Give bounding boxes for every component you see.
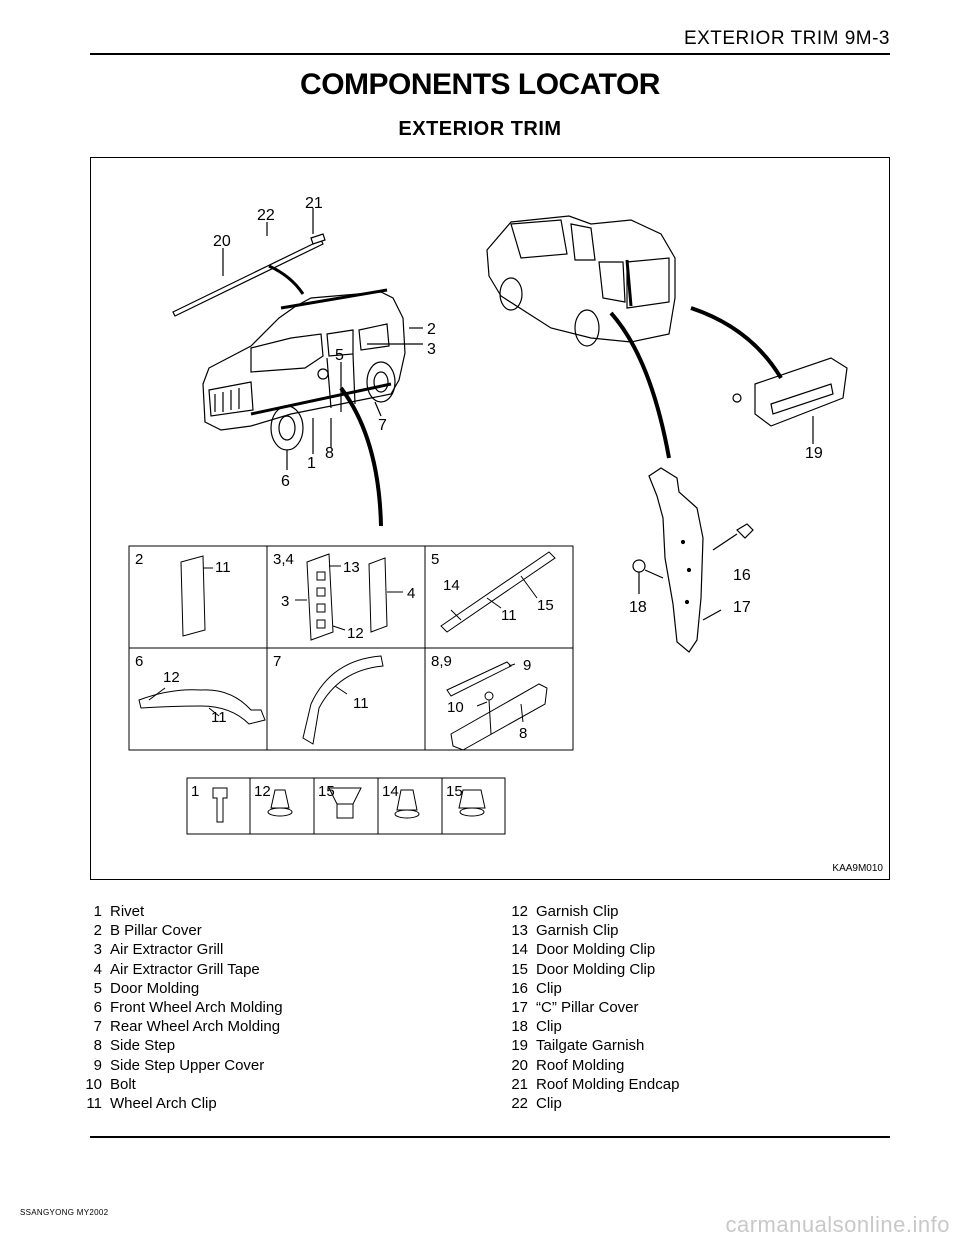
callout-1: 1 — [307, 455, 316, 472]
callout-21: 21 — [305, 195, 323, 212]
watermark: carmanualsonline.info — [725, 1212, 950, 1237]
panel-5-callout-11: 11 — [501, 607, 517, 624]
callout-16: 16 — [733, 567, 751, 584]
panel-2-label: 2 — [135, 551, 143, 568]
page-header: EXTERIOR TRIM 9M-3 — [683, 28, 890, 49]
callout-17: 17 — [733, 599, 751, 616]
tailgate-garnish-illustration — [754, 357, 848, 427]
panel-5-callout-14: 14 — [443, 577, 460, 594]
legend-item: 17“C” Pillar Cover — [511, 999, 639, 1017]
front-vehicle-illustration — [202, 288, 406, 451]
page-title: COMPONENTS LOCATOR — [300, 68, 660, 101]
footer-model: SSANGYONG MY2002 — [20, 1208, 109, 1217]
callout-8: 8 — [325, 445, 334, 462]
panel-89-callout-8: 8 — [519, 725, 527, 742]
panel-89-callout-9: 9 — [523, 657, 531, 674]
panel-7-label: 7 — [273, 653, 281, 670]
callout-20: 20 — [213, 233, 231, 250]
detail-grid — [128, 545, 574, 835]
rear-vehicle-illustration — [486, 215, 676, 347]
panel-34-callout-12: 12 — [347, 625, 364, 642]
fastener-label-15: 15 — [318, 783, 335, 800]
panel-34-callout-4: 4 — [407, 585, 415, 602]
callout-3: 3 — [427, 341, 436, 358]
figure-code: KAA9M010 — [832, 863, 883, 874]
callout-19: 19 — [805, 445, 823, 462]
fastener-label-12: 12 — [254, 783, 271, 800]
fastener-label-15b: 15 — [446, 783, 463, 800]
panel-89-label: 8,9 — [431, 653, 452, 670]
c-pillar-cover-illustration — [648, 467, 704, 653]
callout-18: 18 — [629, 599, 647, 616]
roof-molding-illustration — [172, 239, 324, 317]
panel-5-label: 5 — [431, 551, 439, 568]
panel-34-label: 3,4 — [273, 551, 294, 568]
fastener-label-1: 1 — [191, 783, 199, 800]
panel-34-callout-3: 3 — [281, 593, 289, 610]
exploded-diagram: 20 22 21 2 3 5 7 8 1 6 19 16 18 17 — [128, 195, 848, 835]
callout-22: 22 — [257, 207, 275, 224]
components-figure: 20 22 21 2 3 5 7 8 1 6 19 16 18 17 — [90, 157, 890, 880]
panel-34-callout-13: 13 — [343, 559, 360, 576]
header-rule — [90, 53, 890, 55]
panel-2-callout-11: 11 — [215, 559, 231, 576]
panel-7-callout-11: 11 — [353, 695, 369, 712]
fastener-label-14: 14 — [382, 783, 399, 800]
panel-6-label: 6 — [135, 653, 143, 670]
callout-5: 5 — [335, 347, 344, 364]
panel-6-callout-12: 12 — [163, 669, 180, 686]
callout-7: 7 — [378, 417, 387, 434]
callout-2: 2 — [427, 321, 436, 338]
callout-6: 6 — [281, 473, 290, 490]
panel-89-callout-10: 10 — [447, 699, 464, 716]
page-subtitle: EXTERIOR TRIM — [398, 118, 562, 140]
panel-5-callout-15: 15 — [537, 597, 554, 614]
panel-6-callout-11: 11 — [211, 709, 227, 726]
footer-rule — [90, 1136, 890, 1138]
